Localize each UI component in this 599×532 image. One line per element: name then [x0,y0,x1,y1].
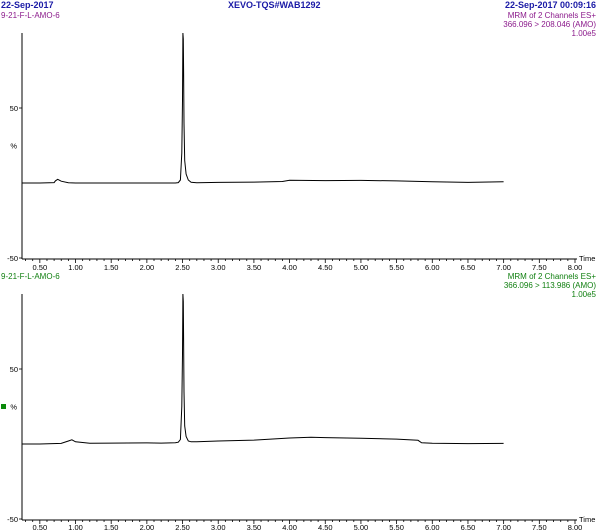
panel1-y-axis-title: % [10,142,17,151]
panel1-x-tick-label: 4.00 [282,263,297,272]
trace2-selection-marker[interactable] [1,404,6,409]
panel1-x-tick-label: 3.50 [247,263,262,272]
panel1-x-tick-label: 7.00 [496,263,511,272]
panel1-x-tick-label: 6.00 [425,263,440,272]
panel1-x-tick-label: 7.50 [532,263,547,272]
panel2-x-tick-label: 6.00 [425,523,440,532]
panel2-y-tick-label: -50 [7,515,18,524]
panel2-x-tick-label: 0.50 [33,523,48,532]
panel1-x-axis-title: Time [579,254,595,263]
panel1-x-tick-label: 5.00 [354,263,369,272]
panel2-x-tick-label: 3.00 [211,523,226,532]
trace2-info-line1: MRM of 2 Channels ES+ [507,272,596,281]
panel2-x-tick-label: 8.00 [568,523,583,532]
trace2-sample-label: 9-21-F-L-AMO-6 [1,272,60,281]
panel2-trace-line [22,293,504,445]
header-instrument: XEVO-TQS#WAB1292 [228,0,321,10]
panel2-x-tick-label: 7.00 [496,523,511,532]
panel1-trace-line [22,32,504,184]
panel1-x-tick-label: 8.00 [568,263,583,272]
panel1-x-tick-label: 3.00 [211,263,226,272]
panel1-x-tick-label: 0.50 [33,263,48,272]
panel2-x-tick-label: 1.00 [68,523,83,532]
trace1-info-line1: MRM of 2 Channels ES+ [507,11,596,20]
panel2-x-tick-label: 2.00 [140,523,155,532]
panel2-x-tick-label: 5.50 [389,523,404,532]
panel2-x-tick-label: 7.50 [532,523,547,532]
panel2-x-axis-title: Time [579,515,595,524]
trace1-sample-label: 9-21-F-L-AMO-6 [1,11,60,20]
panel2-x-tick-label: 3.50 [247,523,262,532]
panel1-x-tick-label: 4.50 [318,263,333,272]
panel2-x-tick-label: 1.50 [104,523,119,532]
panel2-y-tick-label: 50 [10,365,18,374]
panel1-x-tick-label: 1.00 [68,263,83,272]
header-date-left: 22-Sep-2017 [1,0,54,10]
trace1-info-line2: 366.096 > 208.046 (AMO) [503,20,596,29]
trace2-info-line2: 366.096 > 113.986 (AMO) [503,281,596,290]
panel1-x-tick-label: 5.50 [389,263,404,272]
panel2-x-tick-label: 6.50 [461,523,476,532]
panel2-x-tick-label: 4.50 [318,523,333,532]
panel1-x-tick-label: 6.50 [461,263,476,272]
panel1-y-tick-label: 50 [10,104,18,113]
panel2-y-axis-title: % [10,403,17,412]
panel1-x-tick-label: 1.50 [104,263,119,272]
trace2-info-line3: 1.00e5 [571,290,596,299]
panel1-x-tick-label: 2.00 [140,263,155,272]
trace1-info-line3: 1.00e5 [571,29,596,38]
panel2-x-tick-label: 4.00 [282,523,297,532]
header-datetime-right: 22-Sep-2017 00:09:16 [504,0,596,10]
panel1-x-tick-label: 2.50 [175,263,190,272]
panel2-x-tick-label: 5.00 [354,523,369,532]
panel1-y-tick-label: -50 [7,254,18,263]
panel2-x-tick-label: 2.50 [175,523,190,532]
